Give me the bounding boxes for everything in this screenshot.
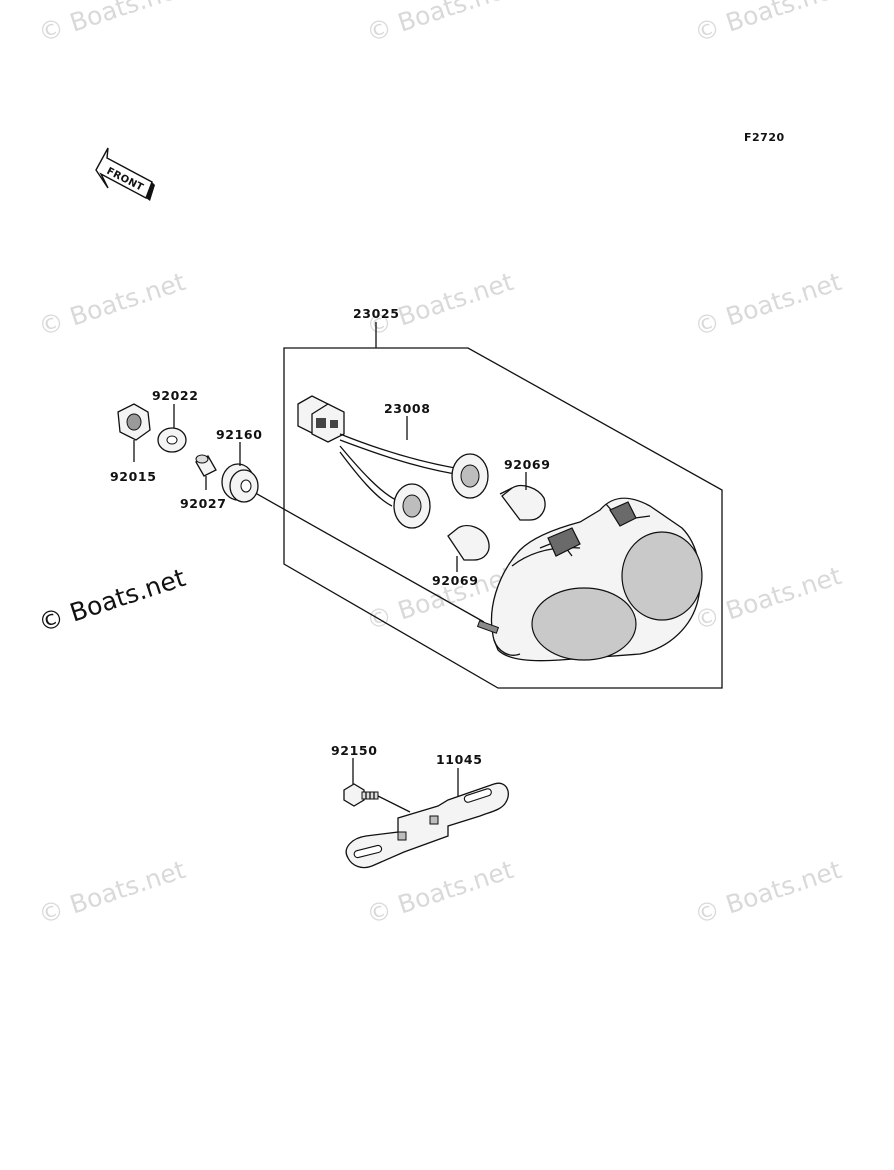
part-label-23008: 23008 bbox=[384, 401, 431, 416]
part-label-92027: 92027 bbox=[180, 496, 227, 511]
part-label-92015: 92015 bbox=[110, 469, 157, 484]
assembly-outline bbox=[283, 347, 723, 689]
grommet-icon bbox=[221, 463, 259, 503]
watermark: © Boats.net bbox=[35, 855, 189, 930]
nut-icon bbox=[117, 403, 151, 441]
watermark-dark: © Boats.net bbox=[35, 563, 189, 638]
part-label-11045: 11045 bbox=[436, 752, 483, 767]
watermark: © Boats.net bbox=[691, 561, 845, 636]
bulb-lower-icon bbox=[447, 525, 490, 561]
part-label-92069-lower: 92069 bbox=[432, 573, 479, 588]
watermark: © Boats.net bbox=[363, 855, 517, 930]
watermark: © Boats.net bbox=[35, 0, 189, 48]
watermark: © Boats.net bbox=[363, 267, 517, 342]
watermark: © Boats.net bbox=[691, 855, 845, 930]
collar-icon bbox=[195, 454, 217, 477]
assembly-line bbox=[377, 795, 411, 813]
tail-light-housing bbox=[476, 497, 703, 662]
watermark: © Boats.net bbox=[35, 267, 189, 342]
part-label-23025: 23025 bbox=[353, 306, 400, 321]
watermark: © Boats.net bbox=[691, 0, 845, 48]
wiring-harness bbox=[297, 395, 489, 529]
washer-icon bbox=[157, 427, 187, 453]
watermark: © Boats.net bbox=[363, 0, 517, 48]
license-bracket bbox=[345, 782, 509, 869]
assembly-line bbox=[249, 489, 485, 623]
bolt-icon bbox=[343, 783, 379, 807]
front-arrow-icon: FRONT bbox=[95, 147, 155, 201]
part-label-92022: 92022 bbox=[152, 388, 199, 403]
part-label-92150: 92150 bbox=[331, 743, 378, 758]
part-label-92069-upper: 92069 bbox=[504, 457, 551, 472]
bulb-upper-icon bbox=[499, 484, 546, 521]
figure-code: F2720 bbox=[744, 131, 785, 144]
part-label-92160: 92160 bbox=[216, 427, 263, 442]
watermark: © Boats.net bbox=[691, 267, 845, 342]
